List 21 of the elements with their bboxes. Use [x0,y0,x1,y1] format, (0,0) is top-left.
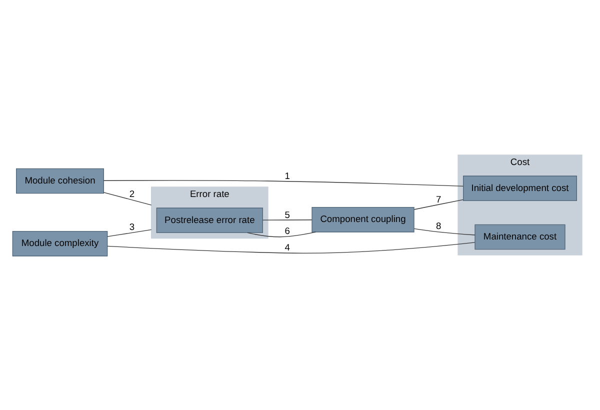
node-box: Maintenance cost [474,224,566,250]
node-box: Component coupling [312,207,414,232]
connector [103,192,152,206]
node-box: Initial development cost [463,176,577,201]
connector [247,232,316,238]
connector [107,242,476,254]
connector [414,199,464,210]
edge-label: 8 [436,221,442,232]
connector [414,228,476,236]
edge-label: 6 [284,226,290,236]
edge-label: 5 [284,210,290,220]
edge-label: 3 [129,222,135,232]
edge-label: 2 [129,189,135,200]
edge-label: 4 [284,242,290,252]
node-box: Module cohesion [16,168,104,194]
node-box: Postrelease error rate [156,208,263,233]
connector [103,180,464,187]
node-box: Module complexity [12,231,108,256]
edge-label: 1 [284,171,290,182]
edge-label: 7 [436,194,442,204]
connector [107,229,152,237]
